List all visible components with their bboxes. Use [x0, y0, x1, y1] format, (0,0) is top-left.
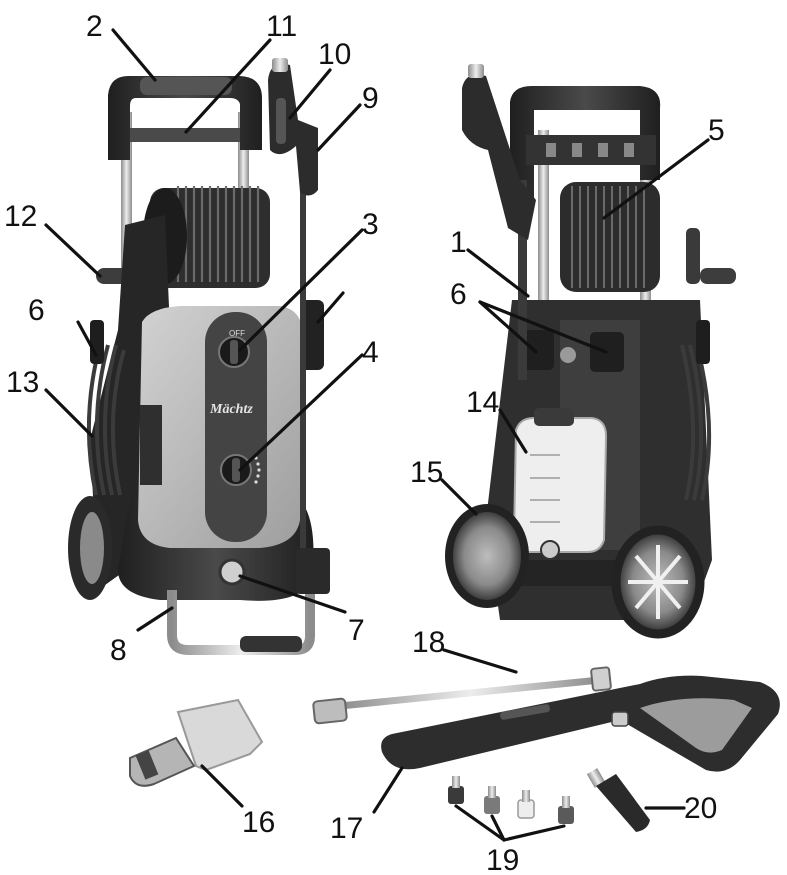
gun-nozzle-front — [272, 58, 288, 72]
top-handle — [108, 75, 262, 160]
callout-5: 5 — [708, 114, 725, 147]
rear-view-washer — [445, 64, 736, 639]
spray-gun — [381, 675, 780, 772]
nozzle-2 — [484, 786, 500, 814]
callout-16: 16 — [242, 806, 275, 839]
hose-adapter — [129, 698, 264, 787]
front-view-washer: OFF Mächtz — [68, 58, 330, 655]
handle-rail-right — [238, 112, 249, 232]
callout-17: 17 — [330, 812, 363, 845]
callout-6-front: 6 — [28, 294, 45, 327]
rear-cable-hook — [696, 320, 710, 364]
spray-gun-grip-inner — [640, 698, 752, 753]
spray-gun-front — [268, 64, 318, 196]
extension-lance — [312, 666, 612, 725]
callout-9: 9 — [362, 82, 379, 115]
nozzle-4 — [558, 796, 574, 824]
callout-2: 2 — [86, 10, 103, 43]
handle-grip — [140, 77, 232, 95]
off-label: OFF — [229, 329, 245, 338]
callout-14: 14 — [466, 386, 499, 419]
callout-8: 8 — [110, 634, 127, 667]
lance-coupler — [590, 666, 612, 692]
rear-handle-crossbar — [526, 135, 656, 165]
front-wheel-left-hub — [80, 512, 104, 584]
rear-spray-gun — [462, 74, 536, 240]
lance-tip — [312, 697, 348, 725]
water-outlet — [218, 558, 246, 586]
lance-front — [300, 150, 306, 560]
lance-holder-bottom — [296, 548, 330, 594]
bottom-handle-grip — [240, 636, 302, 652]
callout-19: 19 — [486, 844, 519, 875]
detergent-tank-marks — [530, 454, 560, 523]
nozzle-set — [448, 776, 574, 824]
nozzle-3 — [517, 790, 535, 819]
gun-trigger-front — [276, 98, 286, 144]
cable-hook-left — [90, 320, 104, 364]
rear-crank-knob — [700, 268, 736, 284]
callout-11: 11 — [266, 10, 297, 43]
callout-15: 15 — [410, 456, 443, 489]
callout-4: 4 — [362, 336, 379, 369]
spray-gun-inlet — [611, 711, 629, 727]
detergent-tank — [512, 417, 608, 553]
callout-7: 7 — [348, 614, 365, 647]
callout-18: 18 — [412, 626, 445, 659]
rear-holster-left — [520, 330, 554, 370]
rear-handle-rail-left — [538, 130, 549, 340]
rear-gun-nozzle — [468, 64, 484, 78]
leader-lines — [44, 28, 710, 842]
callout-12: 12 — [4, 200, 37, 233]
side-vents — [140, 405, 162, 485]
rear-water-inlet — [540, 540, 560, 560]
rear-holster-ring — [560, 347, 576, 363]
callout-3: 3 — [362, 208, 379, 241]
rear-lance — [518, 180, 527, 380]
callout-6-rear: 6 — [450, 278, 467, 311]
callout-numbers: 1 2 3 4 5 6 6 7 8 9 10 11 12 13 14 15 16… — [4, 10, 725, 875]
callout-20: 20 — [684, 792, 717, 825]
rear-crank-arm — [686, 228, 700, 284]
turbo-nozzle — [586, 768, 650, 832]
rear-crossbar-slots — [546, 143, 634, 157]
brand-logo: Mächtz — [209, 402, 253, 417]
rear-wheel-left — [445, 504, 529, 608]
adapter-ring — [135, 750, 159, 780]
side-frame — [90, 215, 170, 590]
rear-coiled-cable — [680, 344, 712, 501]
spray-gun-slot — [500, 704, 550, 720]
callout-10: 10 — [318, 38, 351, 71]
rear-bottom-vents — [520, 560, 616, 586]
callout-1: 1 — [450, 226, 467, 259]
rear-hose-reel-coils — [571, 186, 645, 288]
handle-crossbar — [130, 128, 240, 142]
pressure-scale-dots — [254, 456, 261, 484]
nozzle-1 — [448, 776, 464, 804]
detergent-tank-cap — [534, 408, 574, 426]
control-panel — [205, 312, 267, 542]
pressure-knob-indicator — [232, 458, 240, 482]
callout-13: 13 — [6, 366, 39, 399]
power-switch-indicator — [230, 340, 238, 364]
rear-wheel-right-spokes — [628, 545, 688, 619]
